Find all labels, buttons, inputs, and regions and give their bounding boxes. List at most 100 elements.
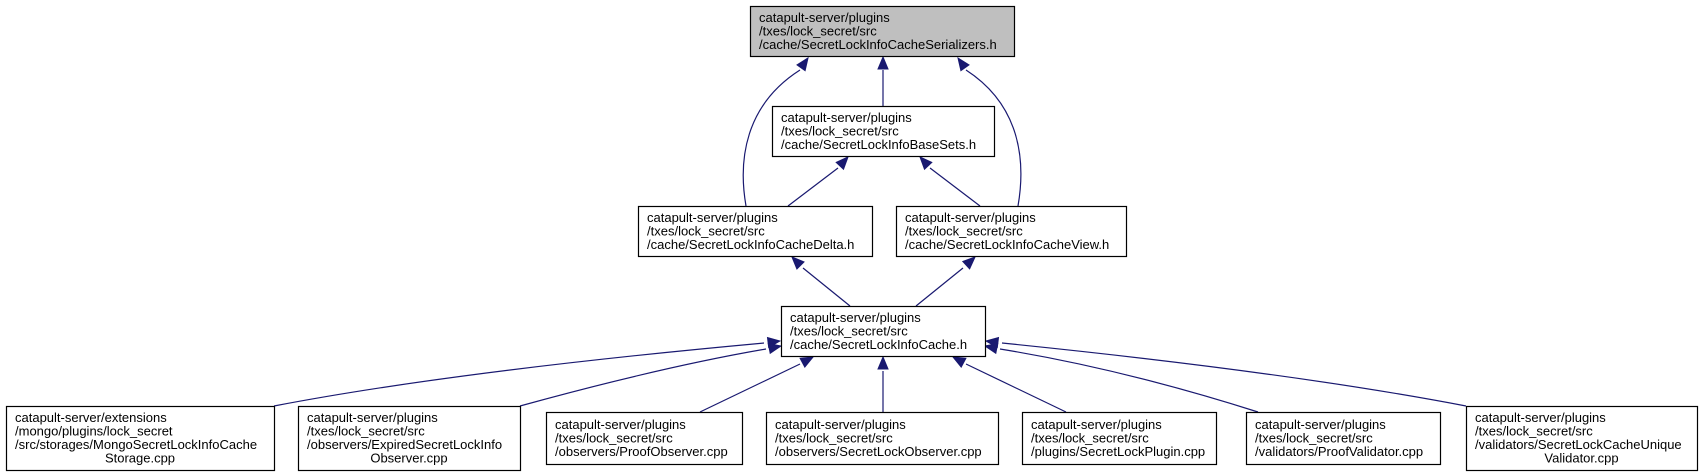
node-label-line: catapult-server/extensions: [15, 410, 167, 425]
node-label-line: /observers/SecretLockObserver.cpp: [775, 444, 982, 459]
edge-cache-delta-to-base-sets: [787, 156, 849, 207]
arrowhead: [919, 156, 933, 171]
arrowhead: [796, 56, 809, 72]
node-label-line: /txes/lock_secret/src: [555, 430, 673, 445]
node-label-line: /txes/lock_secret/src: [1475, 424, 1593, 439]
node-label-line: catapult-server/plugins: [905, 210, 1036, 225]
arrowhead: [835, 156, 849, 171]
node-unique-validator[interactable]: catapult-server/plugins/txes/lock_secret…: [1465, 405, 1699, 472]
node-label-line: /validators/SecretLockCacheUnique: [1475, 437, 1682, 452]
edge-line: [742, 69, 801, 207]
node-label-line: Observer.cpp: [370, 451, 447, 466]
edge-line: [999, 348, 1259, 413]
edge-proof-validator-to-cache: [983, 342, 1259, 413]
node-box[interactable]: [1245, 411, 1442, 466]
edge-line: [915, 267, 964, 307]
node-label-line: /cache/SecretLockInfoCache.h: [790, 337, 967, 352]
edge-expired-observer-to-cache: [519, 342, 783, 407]
node-expired-observer[interactable]: catapult-server/plugins/txes/lock_secret…: [297, 405, 522, 472]
node-box[interactable]: [749, 5, 1016, 58]
arrowhead: [951, 356, 967, 368]
arrowhead: [957, 56, 970, 72]
node-label-line: catapult-server/plugins: [1255, 417, 1386, 432]
edge-cache-view-to-serializers: [957, 56, 1022, 207]
edge-line: [699, 363, 801, 413]
edge-cache-to-cache-view: [915, 256, 976, 307]
edge-unique-validator-to-cache: [984, 336, 1467, 407]
arrowhead: [767, 342, 783, 355]
edge-mongo-storage-to-cache: [273, 336, 782, 407]
arrowhead: [877, 55, 889, 70]
node-label-line: catapult-server/plugins: [775, 417, 906, 432]
node-box[interactable]: [780, 305, 987, 358]
edge-base-sets-to-serializers: [877, 55, 889, 106]
edge-layer: [273, 55, 1467, 413]
node-mongo-storage[interactable]: catapult-server/extensions/mongo/plugins…: [5, 405, 276, 472]
node-label-line: /cache/SecretLockInfoBaseSets.h: [781, 137, 976, 152]
edge-cache-delta-to-serializers: [742, 56, 809, 207]
node-label-line: /txes/lock_secret/src: [775, 430, 893, 445]
node-box[interactable]: [765, 411, 1000, 466]
edge-line: [787, 167, 839, 207]
node-label-line: /txes/lock_secret/src: [1255, 430, 1373, 445]
node-box[interactable]: [545, 411, 744, 466]
node-label-line: /txes/lock_secret/src: [647, 223, 765, 238]
edge-secret-lock-plugin-to-cache: [951, 356, 1067, 413]
edge-line: [802, 267, 851, 307]
arrowhead: [961, 256, 976, 270]
edge-line: [929, 167, 981, 207]
node-label-line: /mongo/plugins/lock_secret: [15, 424, 173, 439]
edge-line: [965, 363, 1067, 413]
node-label-line: /observers/ExpiredSecretLockInfo: [307, 437, 502, 452]
node-label-line: catapult-server/plugins: [647, 210, 778, 225]
node-label-line: catapult-server/plugins: [555, 417, 686, 432]
node-cache-delta[interactable]: catapult-server/plugins/txes/lock_secret…: [637, 205, 874, 258]
arrowhead: [877, 355, 889, 370]
edge-line: [965, 69, 1022, 207]
node-secret-lock-plugin[interactable]: catapult-server/plugins/txes/lock_secret…: [1021, 411, 1218, 466]
node-label-line: /validators/ProofValidator.cpp: [1255, 444, 1423, 459]
node-box[interactable]: [771, 105, 996, 158]
node-label-line: /cache/SecretLockInfoCacheSerializers.h: [759, 37, 997, 52]
arrowhead: [791, 256, 805, 270]
node-label-line: catapult-server/plugins: [759, 10, 890, 25]
node-box[interactable]: [895, 205, 1128, 258]
node-box[interactable]: [1021, 411, 1218, 466]
node-cache[interactable]: catapult-server/plugins/txes/lock_secret…: [780, 305, 987, 358]
node-label-line: /txes/lock_secret/src: [781, 123, 899, 138]
node-label-line: /cache/SecretLockInfoCacheView.h: [905, 237, 1109, 252]
node-cache-view[interactable]: catapult-server/plugins/txes/lock_secret…: [895, 205, 1128, 258]
edge-line: [273, 342, 765, 407]
node-proof-validator[interactable]: catapult-server/plugins/txes/lock_secret…: [1245, 411, 1442, 466]
node-label-line: /observers/ProofObserver.cpp: [555, 444, 728, 459]
node-label-line: /cache/SecretLockInfoCacheDelta.h: [647, 237, 854, 252]
node-label-line: catapult-server/plugins: [307, 410, 438, 425]
arrowhead: [984, 336, 1000, 349]
edge-line: [519, 348, 767, 407]
node-box[interactable]: [1465, 405, 1699, 472]
node-label-line: /txes/lock_secret/src: [1031, 430, 1149, 445]
node-box[interactable]: [297, 405, 522, 472]
node-box[interactable]: [637, 205, 874, 258]
node-label-line: /src/storages/MongoSecretLockInfoCache: [15, 437, 257, 452]
node-label-line: catapult-server/plugins: [1475, 410, 1606, 425]
node-label-line: /plugins/SecretLockPlugin.cpp: [1031, 444, 1205, 459]
node-label-line: /txes/lock_secret/src: [905, 223, 1023, 238]
node-label-line: Storage.cpp: [105, 451, 175, 466]
edge-cache-to-cache-delta: [791, 256, 851, 307]
node-serializers[interactable]: catapult-server/plugins/txes/lock_secret…: [749, 5, 1016, 58]
edge-proof-observer-to-cache: [699, 356, 815, 413]
node-label-line: catapult-server/plugins: [1031, 417, 1162, 432]
node-proof-observer[interactable]: catapult-server/plugins/txes/lock_secret…: [545, 411, 744, 466]
node-layer: catapult-server/plugins/txes/lock_secret…: [5, 5, 1699, 472]
node-secret-lock-observer[interactable]: catapult-server/plugins/txes/lock_secret…: [765, 411, 1000, 466]
node-box[interactable]: [5, 405, 276, 472]
arrowhead: [799, 356, 815, 368]
edge-cache-view-to-base-sets: [919, 156, 981, 207]
edge-line: [1001, 342, 1467, 407]
node-base-sets[interactable]: catapult-server/plugins/txes/lock_secret…: [771, 105, 996, 158]
node-label-line: /txes/lock_secret/src: [307, 424, 425, 439]
node-label-line: catapult-server/plugins: [790, 310, 921, 325]
node-label-line: catapult-server/plugins: [781, 110, 912, 125]
